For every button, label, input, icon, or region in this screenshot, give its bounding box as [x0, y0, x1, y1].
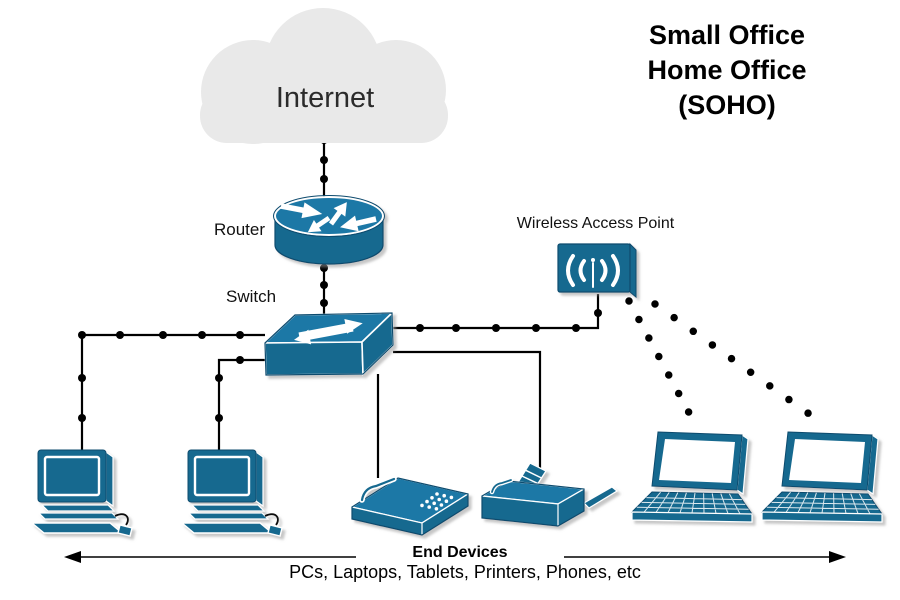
end-devices-subtitle: PCs, Laptops, Tablets, Printers, Phones,… — [289, 562, 641, 582]
laptop-icon — [631, 431, 753, 523]
printer-icon — [479, 462, 619, 527]
diagram-title-line2: Home Office — [647, 55, 807, 85]
link-switch-pc2 — [217, 358, 265, 450]
link-switch-printer — [393, 350, 542, 468]
link-switch-wap — [392, 294, 600, 330]
laptop-icon — [761, 431, 883, 523]
end-devices-heading: End Devices — [356, 544, 564, 562]
wireless-access-point-icon — [557, 242, 637, 299]
internet-label: Internet — [275, 82, 375, 114]
router-label: Router — [213, 220, 265, 239]
link-lines — [80, 128, 600, 478]
arrowhead-right-icon — [829, 551, 846, 563]
wireless-link-laptop2 — [651, 300, 823, 425]
desktop-pc-icon — [30, 448, 134, 538]
link-dots — [78, 136, 602, 422]
switch-icon — [262, 311, 395, 376]
keypad-icon — [420, 492, 454, 511]
switch-label: Switch — [226, 287, 277, 306]
fax-phone-icon — [350, 476, 470, 536]
link-switch-pc1 — [80, 333, 265, 450]
diagram-title-line3: (SOHO) — [678, 90, 776, 120]
cloud-icon — [200, 8, 448, 144]
wireless-links — [625, 297, 823, 426]
antenna-icon — [566, 254, 620, 288]
wireless-access-point-label: Wireless Access Point — [516, 215, 675, 232]
diagram-title-line1: Small Office — [648, 20, 806, 50]
arrowhead-left-icon — [64, 551, 81, 563]
diagram-title: Small Office Home Office (SOHO) — [612, 18, 842, 123]
wireless-link-laptop1 — [625, 297, 698, 426]
desktop-pc-icon — [180, 448, 284, 538]
router-icon — [273, 195, 385, 265]
